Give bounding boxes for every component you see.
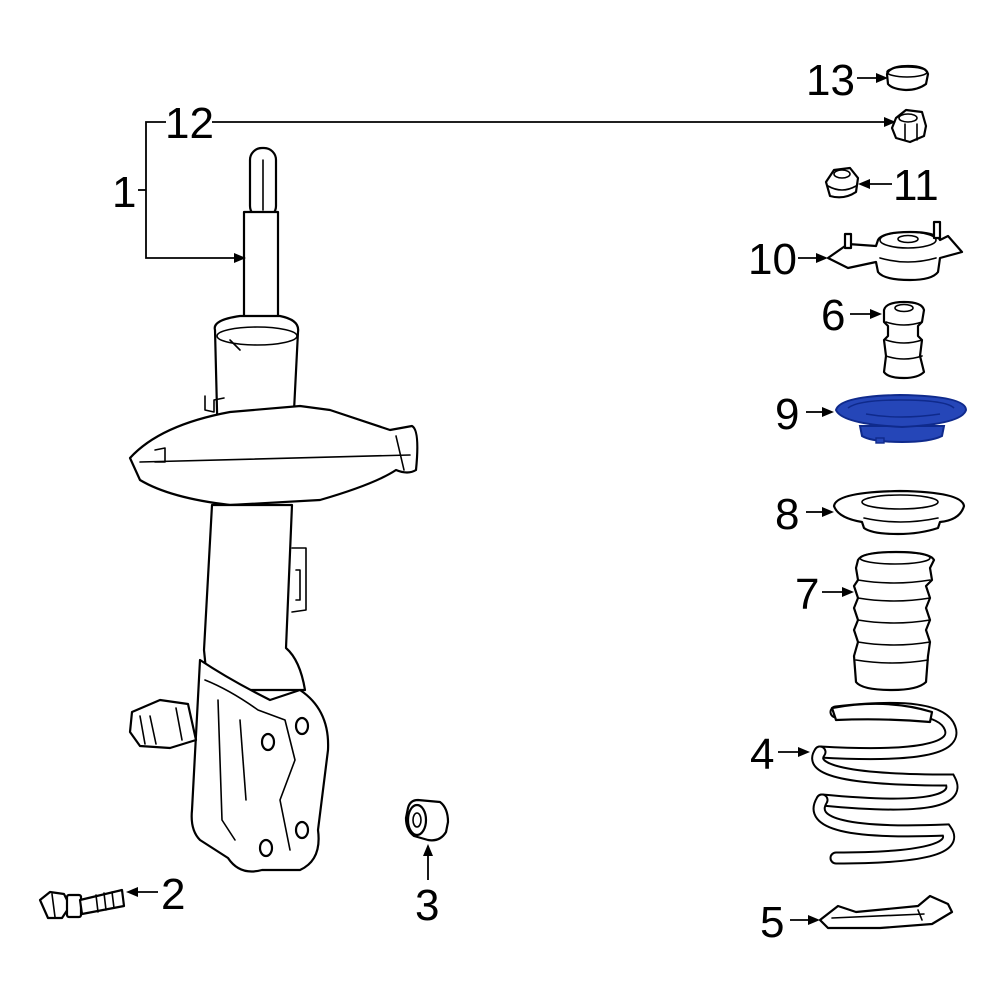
callout-12: 12: [165, 99, 214, 148]
strut-mount-part[interactable]: [826, 220, 964, 282]
cap-part[interactable]: [885, 64, 930, 92]
callout-labels: 1 2 3 4 5 6 7 8 9 10 11 12 13: [112, 56, 939, 947]
callout-9: 9: [775, 390, 799, 439]
callout-7: 7: [795, 570, 819, 619]
callout-4: 4: [750, 730, 774, 779]
spring-seat-part[interactable]: [832, 489, 966, 536]
bushing-part[interactable]: [404, 798, 450, 842]
lower-insulator-part[interactable]: [818, 894, 954, 930]
callout-2: 2: [161, 870, 185, 919]
callout-1: 1: [112, 168, 136, 217]
callout-11: 11: [893, 161, 939, 210]
coil-spring-part[interactable]: [811, 701, 959, 865]
spring-insulator-part-highlighted[interactable]: [834, 393, 968, 444]
flange-nut-part[interactable]: [824, 166, 860, 199]
dust-boot-part[interactable]: [852, 550, 936, 692]
callout-6: 6: [821, 291, 845, 340]
upper-nut-part[interactable]: [890, 108, 928, 144]
callout-10: 10: [748, 235, 797, 284]
callout-13: 13: [806, 56, 855, 105]
callout-3: 3: [415, 881, 439, 930]
bolt-part[interactable]: [38, 888, 126, 920]
callout-8: 8: [775, 490, 799, 539]
bump-stop-part[interactable]: [882, 300, 926, 380]
callout-5: 5: [760, 898, 784, 947]
leader-lines: [126, 73, 896, 925]
strut-assembly[interactable]: [128, 146, 419, 873]
